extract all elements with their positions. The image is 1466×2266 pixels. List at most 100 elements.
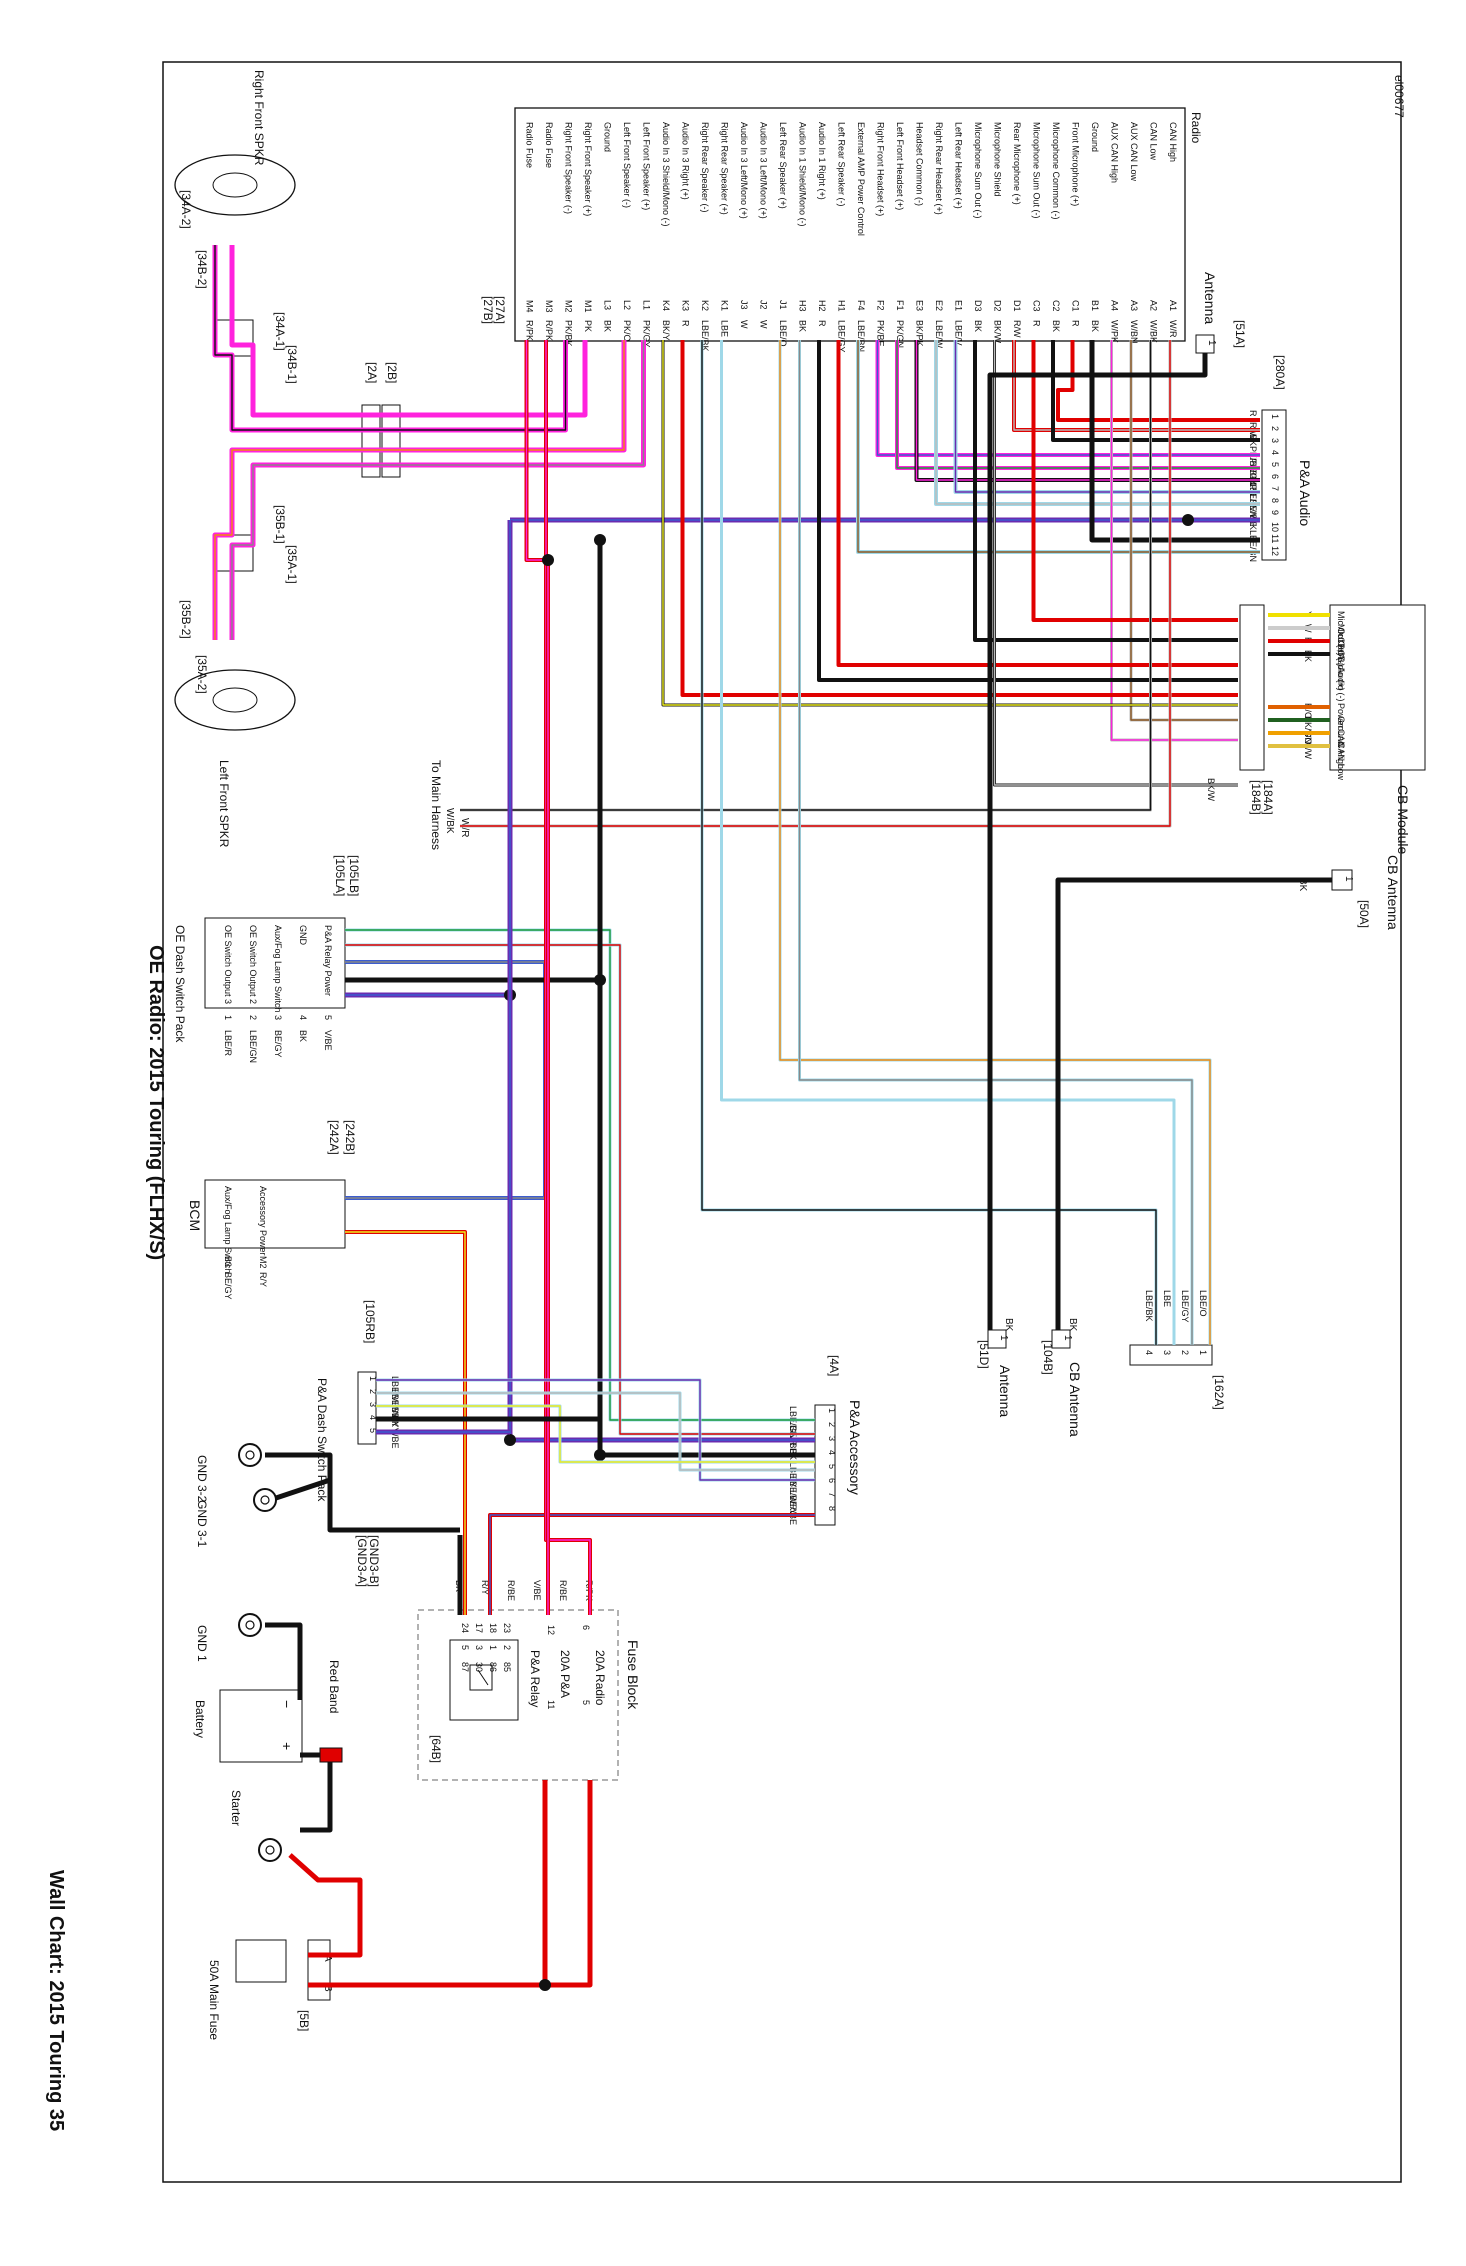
fuse-cavity-pa-out: 11 xyxy=(546,1700,556,1709)
radio-pin-wire: R/PK xyxy=(525,320,535,341)
rear-amp-pin-id: 4 xyxy=(1144,1350,1154,1355)
pa-acc-pin-wire: LBE/V xyxy=(788,1490,798,1516)
wire-headset-common-stripe xyxy=(915,340,1260,481)
wire-cb-antenna xyxy=(1055,877,1332,1330)
wire-pa-dash-3-stripe xyxy=(376,1405,815,1463)
pa-accessory-label: P&A Accessory xyxy=(847,1400,863,1495)
page-title: OE Radio: 2015 Touring (FLHX/S) xyxy=(145,945,167,1260)
cb-module-conn-a: [184A] xyxy=(1261,780,1275,815)
radio-pin-name: Left Rear Speaker (+) xyxy=(778,122,788,209)
pa-audio-pin-wire: R xyxy=(1248,410,1258,417)
radio-pin-wire: LBE/V xyxy=(954,320,964,346)
radio-pin-wire: W/BK xyxy=(1149,320,1159,343)
rf-conn-a: [34A-2] xyxy=(179,190,193,229)
cb-signal-wire: Y/W xyxy=(1303,742,1313,760)
oe-dash-row-wire: LBE/R xyxy=(223,1030,233,1057)
wire-aux-can-high-stripe xyxy=(1110,340,1238,741)
bcm-conn-b: [242B] xyxy=(343,1120,357,1155)
cb-signal-label: CB, Audio (-) xyxy=(1336,650,1346,702)
cb-antenna-b-conn: [104B] xyxy=(1041,1340,1055,1375)
main-harness-wire-1: W/BK xyxy=(444,808,455,834)
wire-amp-control-stripe xyxy=(857,340,1260,553)
relay-pin-cavity: 5 xyxy=(460,1645,470,1650)
antenna-b-pin: 1 xyxy=(998,1335,1009,1341)
cb-antenna-b-wire: BK xyxy=(1067,1318,1078,1332)
radio-pin-id: F2 xyxy=(876,300,886,311)
radio-pin-name: Audio In 1 Shield/Mono (-) xyxy=(798,122,808,227)
oe-dash-row-wire: BK xyxy=(298,1030,308,1042)
antenna-b-conn: [51D] xyxy=(977,1340,991,1369)
battery-box xyxy=(219,1689,303,1763)
cb-module-label: CB Module xyxy=(1395,785,1411,854)
fuse-block-wire: R/BE xyxy=(558,1580,568,1601)
wire-rf-spkr-neg-stripe xyxy=(214,245,567,431)
rear-amp-pin-wire: LBE/GY xyxy=(1180,1290,1190,1323)
fuse-cavity-radio-in: 6 xyxy=(581,1625,591,1630)
pa-acc-pin-id: 5 xyxy=(827,1464,837,1469)
oe-dash-row-pin: 1 xyxy=(223,1015,233,1020)
pa-audio-pin-wire: PK/GN xyxy=(1248,458,1258,486)
radio-pin-name: Front Microphone (+) xyxy=(1071,122,1081,206)
radio-pin-id: B1 xyxy=(1090,300,1100,311)
bcm-row-pin: M2 xyxy=(258,1256,268,1269)
wire-lr-spkr-pos-stripe xyxy=(779,340,1211,1345)
wire-pa-accessory-power-stripe xyxy=(489,1514,815,1615)
rear-amp-conn-box xyxy=(1129,1344,1213,1366)
right-front-speaker: Right Front SPKR [34A-2] [34B-2] [34A-1]… xyxy=(174,70,299,384)
bcm-row-name: Aux/Fog Lamp Switch xyxy=(223,1186,233,1274)
ground-ring-hole-icon xyxy=(265,1845,275,1855)
pa-dash-pin-id: 3 xyxy=(368,1402,378,1407)
wire-oe-out3 xyxy=(345,943,815,1436)
pa-audio-pin-wire: BK xyxy=(1248,518,1258,530)
radio-pin-id: J2 xyxy=(759,300,769,310)
wire-gnd1-battery xyxy=(265,1622,303,1700)
gnd31-label: GND 3-1 xyxy=(195,1500,209,1548)
wire-oe-out2 xyxy=(345,928,815,1422)
radio-pin-wire: PK/BE xyxy=(876,320,886,347)
radio-pin-wire: LBE/BN xyxy=(856,320,866,352)
oe-dash-conn-b: [105LB] xyxy=(347,855,361,896)
relay-box xyxy=(449,1639,519,1721)
wire-lf-spkr-neg-stripe xyxy=(214,340,625,640)
antenna-pin: 1 xyxy=(1206,340,1217,346)
radio-conn-b: [27B] xyxy=(481,296,495,324)
radio-pin-wire: LBE/O xyxy=(778,320,788,347)
left-front-speaker-center xyxy=(212,687,258,713)
pa-audio-pin-wire: LBE/W xyxy=(1248,494,1258,523)
main-fuse-conn: [5B] xyxy=(297,2010,311,2031)
oe-dash-row-name: OE Switch Output 2 xyxy=(248,925,258,1004)
fairing-conn-a xyxy=(361,404,381,478)
fuse-block-box xyxy=(417,1609,619,1781)
pa-dash-pin-wire: LBE/W xyxy=(390,1389,400,1418)
pa-acc-pin-id: 7 xyxy=(827,1492,837,1497)
radio-pin-wire: BK/PK xyxy=(915,320,925,347)
cb-signal-label: CAN High xyxy=(1336,729,1346,769)
wire-accessory-power-stripe xyxy=(345,1231,466,1615)
oe-dash-switch-label: OE Dash Switch Pack xyxy=(173,925,187,1043)
cb-signal-wire: BK/GN xyxy=(1303,716,1313,744)
radio-pin-wire: R xyxy=(1071,320,1081,327)
cb-module-box xyxy=(1329,604,1426,771)
radio-pin-wire: BK xyxy=(1090,320,1100,332)
radio-pin-id: L3 xyxy=(603,300,613,310)
radio-pin-wire: W xyxy=(739,320,749,329)
antenna-conn-id: [51A] xyxy=(1233,320,1247,348)
pa-acc-pin-id: 1 xyxy=(827,1408,837,1413)
radio-pin-name: Microphone Sum Out (-) xyxy=(1032,122,1042,219)
wire-audio-in1 xyxy=(836,340,1238,667)
radio-pin-name: Audio In 3 Left/Mono (+) xyxy=(759,122,769,219)
radio-pin-id: L2 xyxy=(622,300,632,310)
ground-ring-hole-icon xyxy=(245,1620,255,1630)
pa-acc-pin-wire: LBE/GN xyxy=(788,1406,798,1439)
oe-dash-row-pin: 4 xyxy=(298,1015,308,1020)
splice-dot xyxy=(594,1449,606,1461)
relay-pin-cavity: 1 xyxy=(488,1645,498,1650)
cb-antenna-b-box xyxy=(1051,1329,1071,1349)
wire-bk-vertical xyxy=(597,540,815,1458)
splice-dot xyxy=(1182,514,1194,526)
pa-dash-pin-wire: V/BE xyxy=(390,1428,400,1449)
relay-pin-id: 30 xyxy=(474,1662,484,1672)
